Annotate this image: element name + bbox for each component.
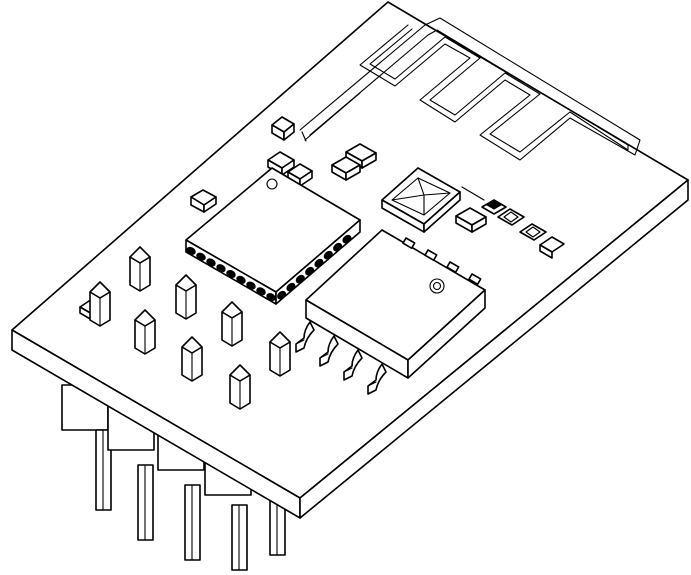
soic-back-pad: [468, 273, 482, 285]
header-pin-post: [269, 331, 291, 377]
crystal-component: [381, 167, 461, 233]
smd-resistor-4: [519, 223, 547, 241]
soic-leads: [295, 237, 482, 395]
soic-lead: [319, 335, 339, 367]
header-pins-bottom: [61, 384, 286, 571]
qfn-pad: [333, 242, 343, 252]
qfn-pad: [206, 258, 216, 267]
pin-lower-2: [107, 404, 155, 541]
header-pin-post: [129, 246, 151, 292]
smd-cap-5: [331, 156, 361, 181]
smd-resistor-2: [481, 199, 507, 215]
qfn-pads: [186, 234, 352, 302]
pcb-board: [11, 1, 689, 519]
qfn-pad: [314, 258, 324, 268]
header-pins-top: [89, 246, 291, 410]
qfn-pad: [295, 274, 305, 284]
qfn-pad: [256, 287, 266, 296]
qfn-pad: [216, 264, 226, 273]
qfn-pad: [186, 246, 196, 255]
qfn-pad: [226, 269, 236, 279]
header-pin-post: [89, 281, 111, 327]
qfn-pad: [323, 250, 333, 260]
smd-resistor-1: [455, 207, 487, 233]
header-pin-post: [229, 364, 251, 410]
smd-cap-6: [190, 189, 217, 213]
soic-chip: [305, 229, 486, 379]
soic-back-pad: [424, 249, 438, 261]
qfn-pad: [277, 290, 287, 300]
smd-cap-3: [287, 163, 313, 187]
antenna-trace: [299, 17, 641, 161]
qfn-pad: [342, 234, 352, 244]
qfn-pad: [305, 266, 315, 276]
qfn-pad: [236, 275, 246, 284]
qfn-pad: [286, 282, 296, 292]
smd-resistor-5: [539, 236, 565, 259]
pcb-right-edge: [299, 179, 689, 519]
qfn-pad: [196, 252, 206, 261]
soic-back-pad: [402, 237, 416, 249]
soic-back-pad: [446, 261, 460, 273]
header-pin-post: [175, 274, 197, 320]
header-pin-post: [221, 301, 243, 347]
qfn-pad: [266, 293, 276, 302]
header-pin-post: [134, 309, 156, 355]
soic-lead: [367, 363, 387, 395]
soic-lead: [295, 321, 315, 353]
smd-cap-1: [271, 116, 295, 141]
soic-lead: [343, 349, 363, 381]
smd-resistor-3: [497, 208, 525, 226]
qfn-pad: [246, 281, 256, 290]
header-pin-post: [181, 336, 203, 382]
